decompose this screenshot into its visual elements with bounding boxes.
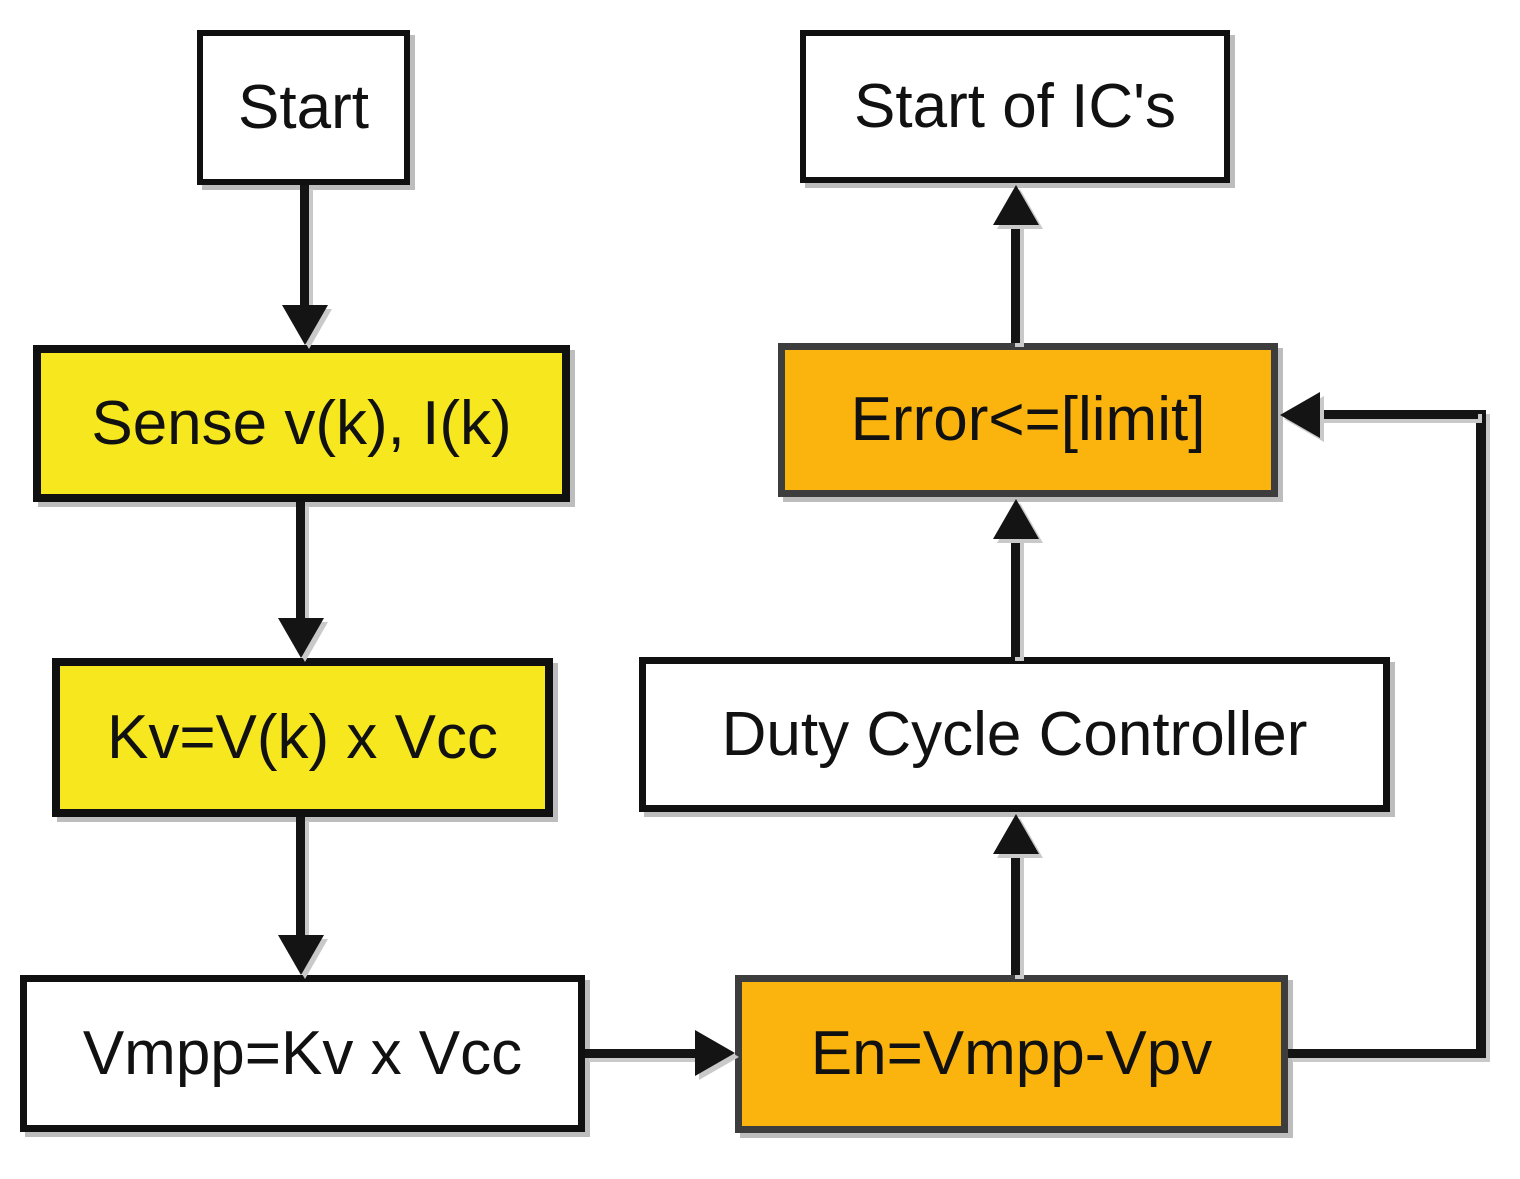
node-vmpp: Vmpp=Kv x Vcc [20, 975, 585, 1132]
arrowhead-error-to-start-ics [993, 185, 1039, 225]
arrowhead-en-to-duty [993, 814, 1039, 854]
arrowhead-kv-to-vmpp [278, 935, 324, 975]
arrowhead-duty-to-error [993, 499, 1039, 539]
node-kv: Kv=V(k) x Vcc [52, 658, 553, 817]
arrowhead-sense-to-kv [278, 618, 324, 658]
arrow-sense-to-kv [296, 502, 305, 620]
arrow-kv-to-vmpp [296, 817, 305, 937]
arrowhead-start-to-sense [282, 305, 328, 345]
node-start: Start [197, 30, 410, 185]
node-sense: Sense v(k), I(k) [33, 345, 570, 502]
node-duty: Duty Cycle Controller [639, 657, 1390, 812]
node-start-ics: Start of IC's [800, 30, 1230, 183]
feedback-line-bottom [1288, 1049, 1486, 1058]
arrowhead-feedback-to-error [1280, 392, 1320, 438]
arrow-start-to-sense [300, 185, 309, 309]
feedback-line-top [1318, 410, 1478, 419]
feedback-line-right [1476, 410, 1486, 1058]
arrowhead-vmpp-to-en [695, 1030, 735, 1076]
arrow-vmpp-to-en [585, 1049, 697, 1058]
arrow-en-to-duty [1011, 852, 1020, 975]
node-en: En=Vmpp-Vpv [735, 975, 1288, 1133]
arrow-duty-to-error [1011, 537, 1020, 657]
node-error: Error<=[limit] [778, 343, 1278, 497]
arrow-error-to-start-ics [1011, 223, 1020, 343]
